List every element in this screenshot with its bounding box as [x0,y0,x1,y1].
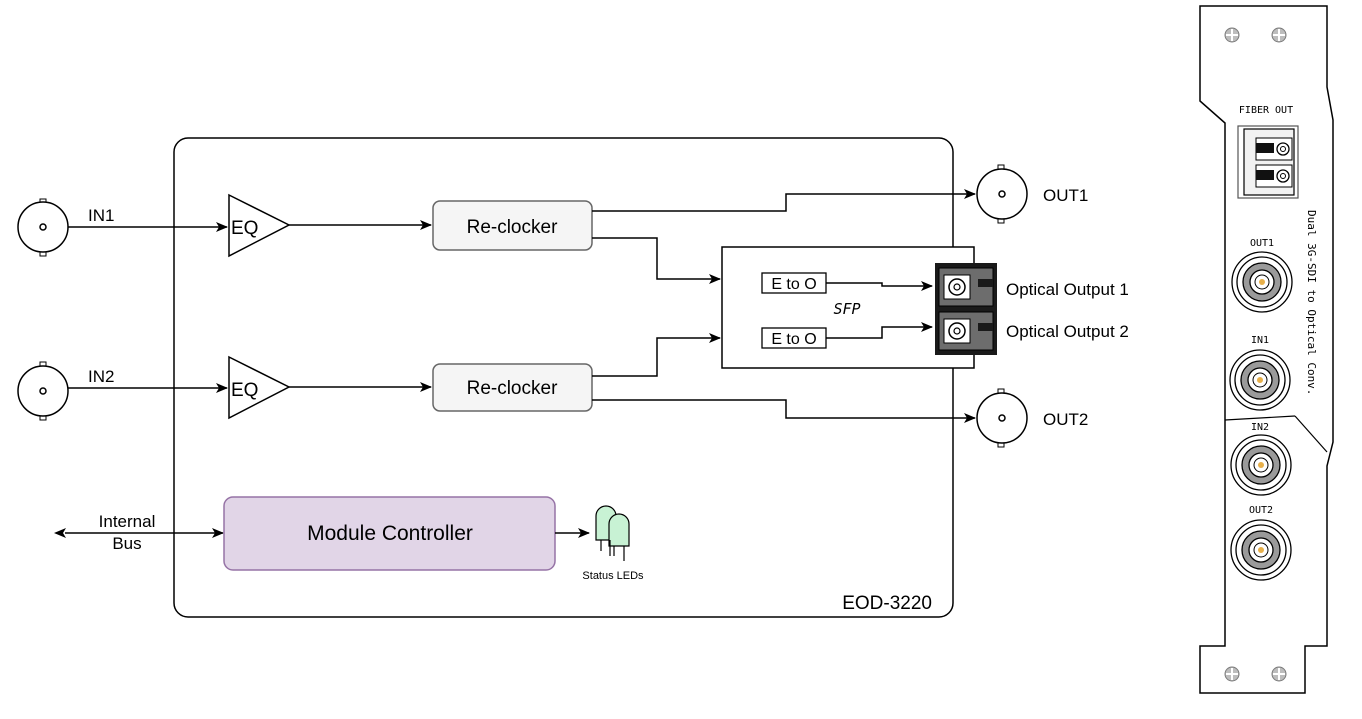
bnc-output-1 [976,164,1028,224]
panel-out2-label: OUT2 [1249,505,1273,516]
optical-connector-icon [935,263,997,355]
fiber-out-connector-icon [1237,125,1299,199]
module-controller: Module Controller [223,496,556,571]
panel-screw-icon [1271,666,1287,682]
in1-label: IN1 [88,206,114,225]
module-name: EOD-3220 [842,593,932,614]
internal-bus-label-line1: Internal [99,512,156,531]
panel-in2-label: IN2 [1251,422,1269,433]
sfp-label: SFP [833,300,860,318]
svg-text:Re-clocker: Re-clocker [467,378,558,399]
svg-text:EQ: EQ [231,218,258,239]
eq-amplifier-2: EQ [228,355,291,420]
internal-bus-label-line2: Bus [112,534,141,553]
panel-screw-icon [1224,666,1240,682]
e-to-o-converter-2: E to O [761,327,827,349]
panel-screw-icon [1271,27,1287,43]
svg-text:E to O: E to O [771,331,816,348]
status-leds-label: Status LEDs [582,570,644,582]
panel-vertical-title: Dual 3G-SDI to Optical Conv. [1305,210,1318,395]
fiber-out-label: FIBER OUT [1239,105,1293,116]
reclocker-1: Re-clocker [432,200,593,251]
in2-label: IN2 [88,367,114,386]
out2-label: OUT2 [1043,410,1088,429]
optical-output-1-label: Optical Output 1 [1006,280,1129,299]
panel-bnc-in1-icon [1229,349,1291,411]
status-leds-icon [595,505,630,561]
bnc-input-2 [17,361,69,421]
svg-text:EQ: EQ [231,380,258,401]
optical-output-2-label: Optical Output 2 [1006,322,1129,341]
panel-bnc-out1-icon [1231,251,1293,313]
svg-text:Module Controller: Module Controller [307,522,473,545]
panel-out1-label: OUT1 [1250,238,1274,249]
eq-amplifier-1: EQ [228,193,291,258]
svg-text:E to O: E to O [771,276,816,293]
panel-screw-icon [1224,27,1240,43]
bnc-input-1 [17,198,69,257]
svg-text:Re-clocker: Re-clocker [467,217,558,238]
rear-panel: FIBER OUT Dual 3G-SDI to Optical Conv. O… [1199,5,1334,694]
bnc-output-2 [976,388,1028,448]
out1-label: OUT1 [1043,186,1088,205]
panel-bnc-in2-icon [1230,434,1292,496]
reclocker-2: Re-clocker [432,363,593,412]
panel-bnc-out2-icon [1230,519,1292,581]
e-to-o-converter-1: E to O [761,272,827,294]
panel-in1-label: IN1 [1251,335,1269,346]
